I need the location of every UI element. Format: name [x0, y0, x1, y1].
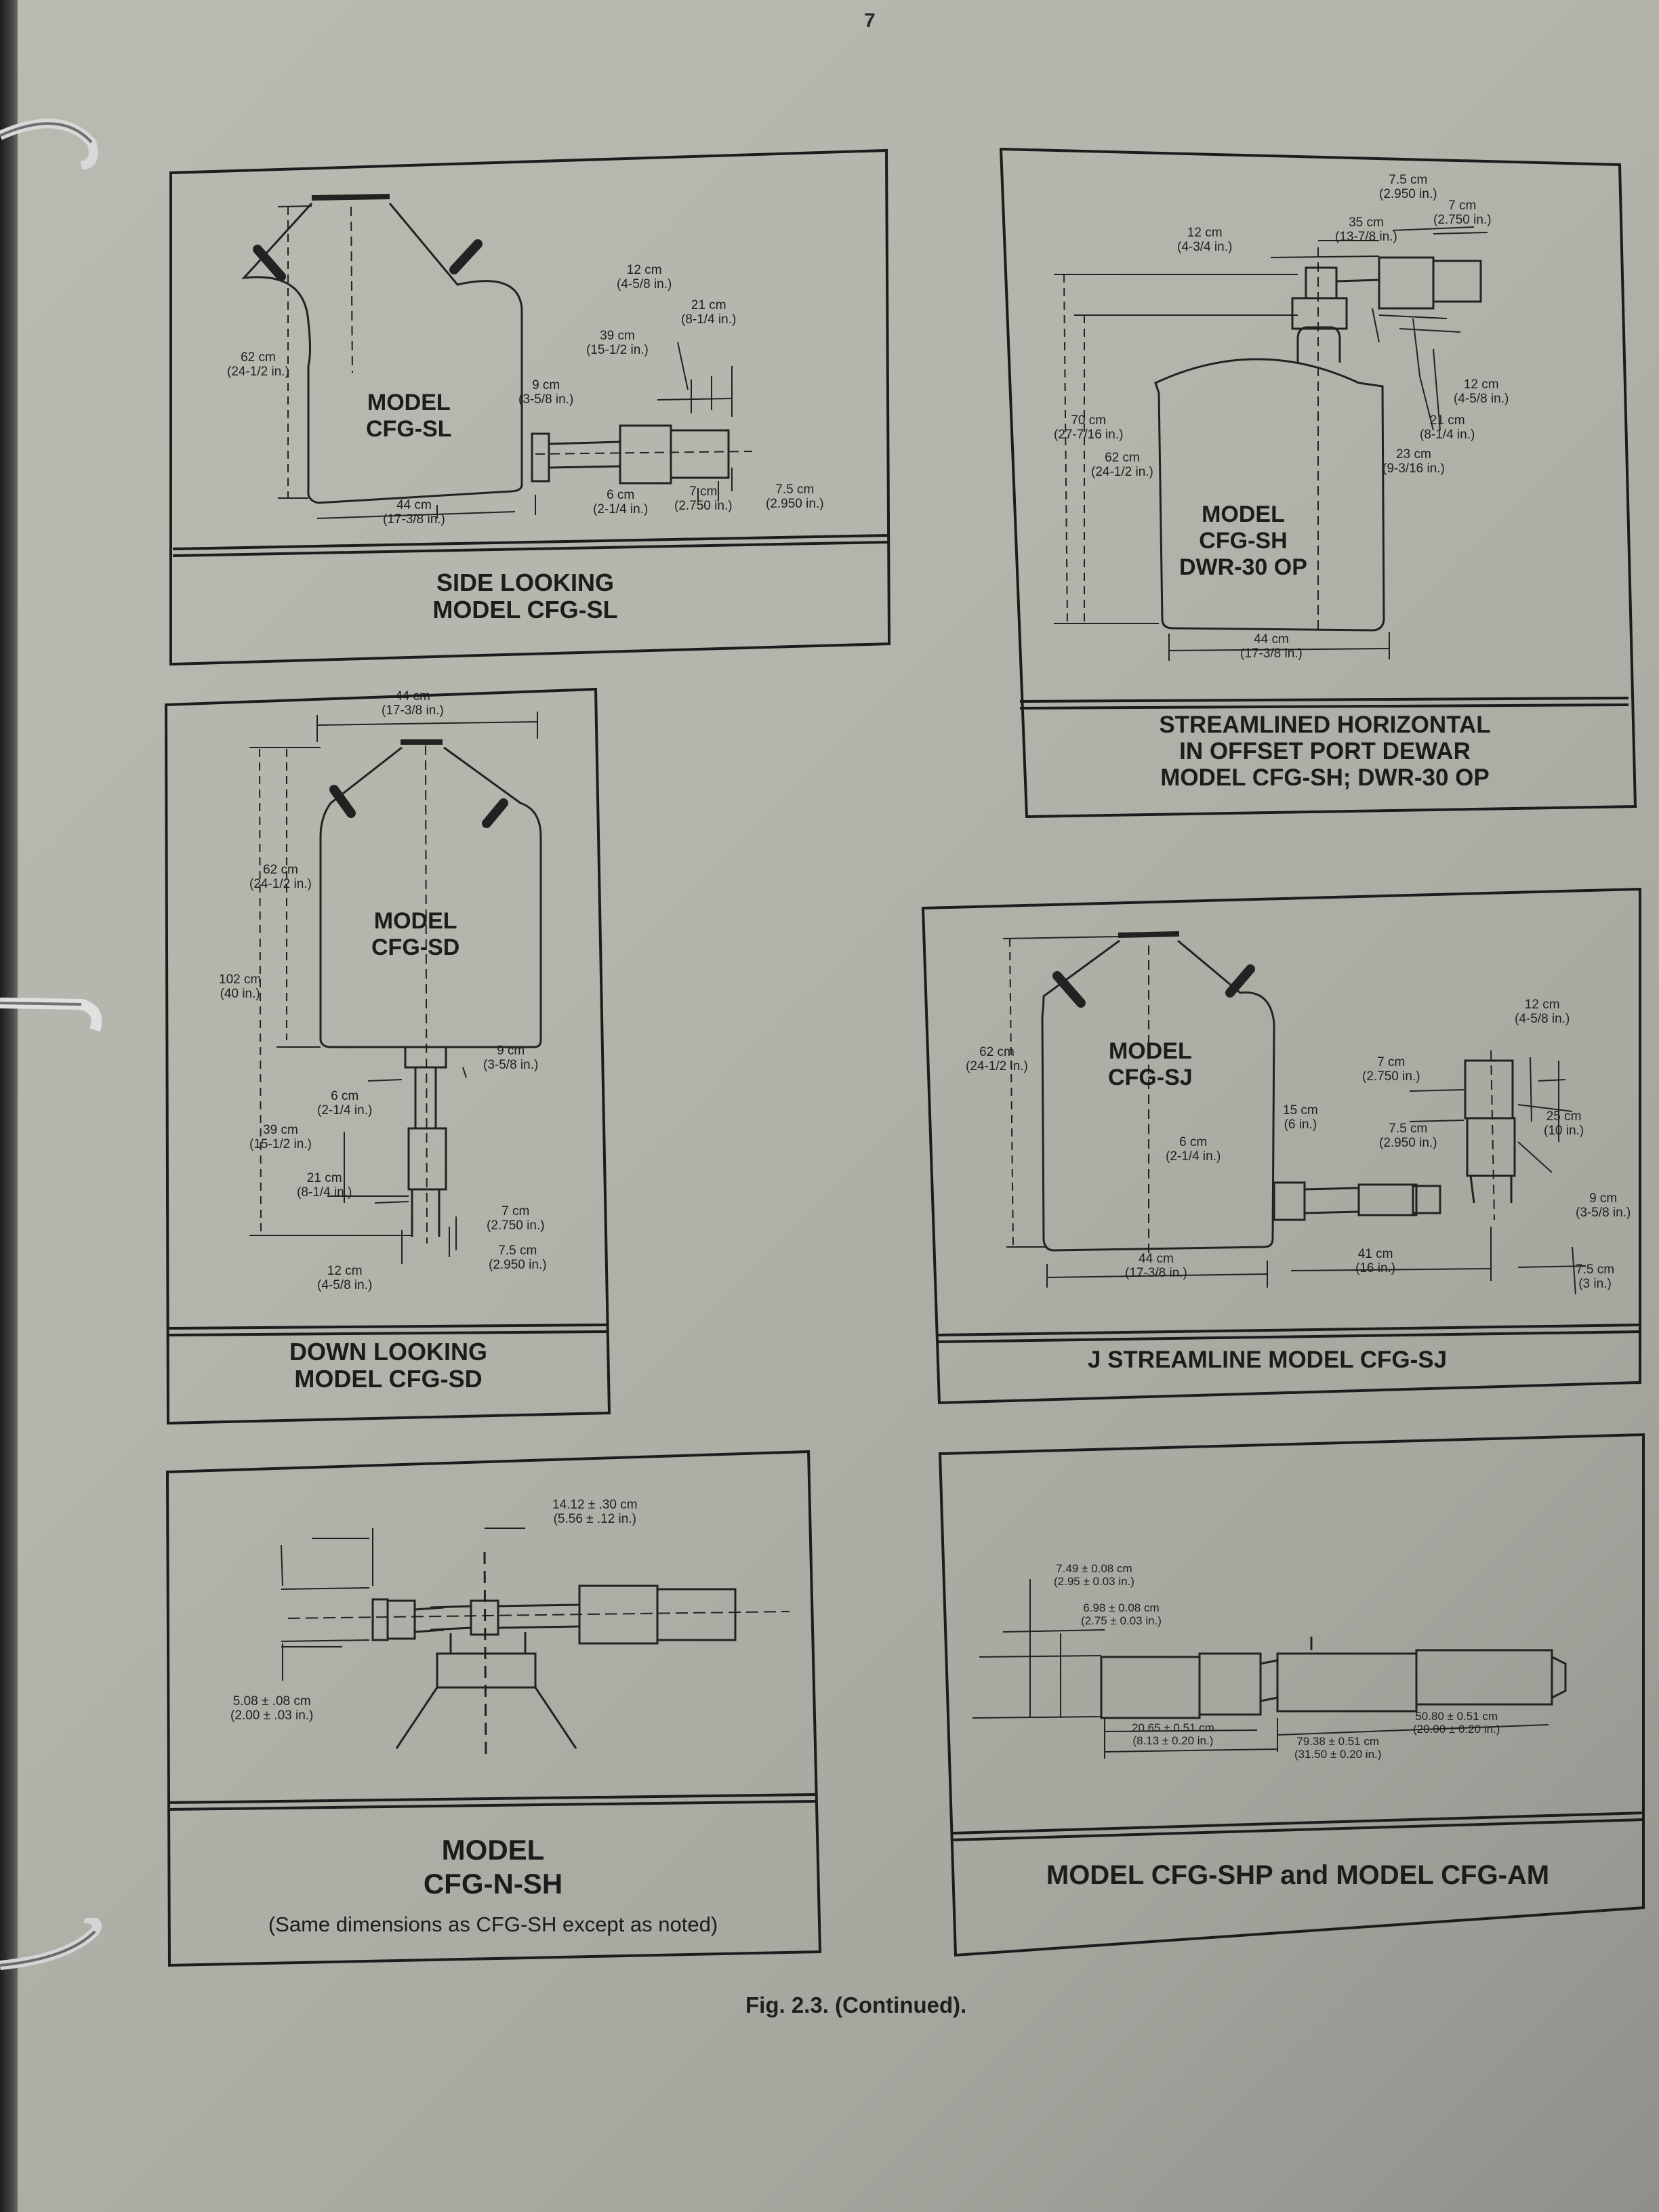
dim-7-5cm: 7.5 cm(2.950 in.) — [489, 1244, 547, 1273]
dim-6cm: 6 cm(2-1/4 in.) — [317, 1089, 373, 1118]
panel-caption: J STREAMLINE MODEL CFG-SJ — [1087, 1347, 1448, 1373]
binder-ring-middle — [0, 998, 102, 1032]
dim-5-08cm: 5.08 ± .08 cm(2.00 ± .03 in.) — [230, 1694, 314, 1723]
figure-caption: Fig. 2.3. (Continued). — [745, 1992, 967, 2018]
panel-cfg-shp-am: 7.49 ± 0.08 cm(2.95 ± 0.03 in.) 6.98 ± 0… — [938, 1433, 1645, 1957]
dim-6cm: 6 cm(2-1/4 in.) — [1166, 1135, 1221, 1164]
page-number: 7 — [864, 9, 876, 32]
dim-44cm: 44 cm(17-3/8 in.) — [382, 689, 444, 718]
dim-15cm: 15 cm(6 in.) — [1283, 1103, 1318, 1132]
dim-62cm: 62 cm(24-1/2 in.) — [1091, 451, 1153, 480]
dim-7-5cm: 7.5 cm(2.950 in.) — [766, 483, 824, 512]
diagram-cfg-n-sh — [165, 1450, 822, 1967]
dim-12cm: 12 cm(4-5/8 in.) — [1515, 998, 1570, 1027]
dim-23cm: 23 cm(9-3/16 in.) — [1382, 447, 1445, 476]
document-page — [14, 0, 1659, 2212]
dim-62cm: 62 cm(24-1/2 in.) — [227, 350, 289, 380]
dim-7cm: 7 cm(2.750 in.) — [1362, 1055, 1420, 1084]
dim-21cm: 21 cm(8-1/4 in.) — [1420, 413, 1475, 443]
dim-12cm: 12 cm(4-5/8 in.) — [1454, 377, 1509, 407]
binder-ring-bottom — [0, 1918, 102, 1970]
panel-caption: MODEL CFG-SHP and MODEL CFG-AM — [1046, 1860, 1550, 1890]
dim-21cm: 21 cm(8-1/4 in.) — [297, 1171, 352, 1200]
diagram-cfg-sd — [164, 687, 611, 1425]
diagram-cfg-sh — [999, 147, 1637, 819]
diagram-cfg-shp-am — [938, 1433, 1645, 1957]
dim-7cm: 7 cm(2.750 in.) — [487, 1204, 545, 1233]
dim-39cm: 39 cm(15-1/2 in.) — [249, 1123, 312, 1152]
dim-6cm: 6 cm(2-1/4 in.) — [593, 488, 649, 517]
dim-6-98cm: 6.98 ± 0.08 cm(2.75 ± 0.03 in.) — [1081, 1601, 1162, 1628]
diagram-cfg-sj — [921, 887, 1641, 1405]
dim-7-5cm: 7.5 cm(2.950 in.) — [1379, 173, 1437, 202]
dim-79-38cm: 79.38 ± 0.51 cm(31.50 ± 0.20 in.) — [1294, 1735, 1382, 1761]
binder-edge — [0, 0, 18, 2212]
dim-7-5cm: 7.5 cm(2.950 in.) — [1379, 1122, 1437, 1151]
dim-20-65cm: 20.65 ± 0.51 cm(8.13 ± 0.20 in.) — [1132, 1721, 1214, 1748]
dim-9cm: 9 cm(3-5/8 in.) — [483, 1044, 539, 1073]
dim-12cm: 12 cm(4-5/8 in.) — [617, 263, 672, 292]
dim-7-5cm-bottom: 7.5 cm(3 in.) — [1576, 1263, 1615, 1292]
dim-9cm: 9 cm(3-5/8 in.) — [518, 378, 574, 407]
panel-cfg-n-sh: 14.12 ± .30 cm(5.56 ± .12 in.) 5.08 ± .0… — [165, 1450, 822, 1967]
dim-41cm: 41 cm(16 in.) — [1355, 1247, 1396, 1276]
dim-7cm: 7 cm(2.750 in.) — [674, 485, 733, 514]
dim-25cm: 25 cm(10 in.) — [1544, 1109, 1584, 1139]
dim-12cm: 12 cm(4-5/8 in.) — [317, 1264, 373, 1293]
dim-35cm: 35 cm(13-7/8 in.) — [1335, 216, 1397, 245]
dim-7cm: 7 cm(2.750 in.) — [1433, 199, 1492, 228]
dim-44cm: 44 cm(17-3/8 in.) — [383, 498, 445, 527]
panel-note: (Same dimensions as CFG-SH except as not… — [268, 1912, 718, 1936]
dim-21cm: 21 cm(8-1/4 in.) — [681, 298, 737, 327]
dim-39cm: 39 cm(15-1/2 in.) — [586, 329, 649, 358]
dim-7-49cm: 7.49 ± 0.08 cm(2.95 ± 0.03 in.) — [1054, 1562, 1134, 1589]
diagram-cfg-sl — [169, 148, 891, 666]
dim-44cm: 44 cm(17-3/8 in.) — [1125, 1252, 1187, 1281]
dim-12cm-top: 12 cm(4-3/4 in.) — [1177, 226, 1233, 255]
dim-50-80cm: 50.80 ± 0.51 cm(20.00 ± 0.20 in.) — [1413, 1710, 1500, 1736]
dim-102cm: 102 cm(40 in.) — [219, 972, 262, 1002]
dim-9cm: 9 cm(3-5/8 in.) — [1576, 1191, 1631, 1221]
dim-62cm: 62 cm(24-1/2 in.) — [249, 863, 312, 892]
dim-62cm: 62 cm(24-1/2 in.) — [966, 1045, 1028, 1074]
binder-ring-top — [0, 119, 98, 169]
dim-70cm: 70 cm(27-7/16 in.) — [1054, 413, 1124, 443]
dim-44cm: 44 cm(17-3/8 in.) — [1240, 632, 1303, 661]
dim-14-12cm: 14.12 ± .30 cm(5.56 ± .12 in.) — [552, 1498, 638, 1527]
